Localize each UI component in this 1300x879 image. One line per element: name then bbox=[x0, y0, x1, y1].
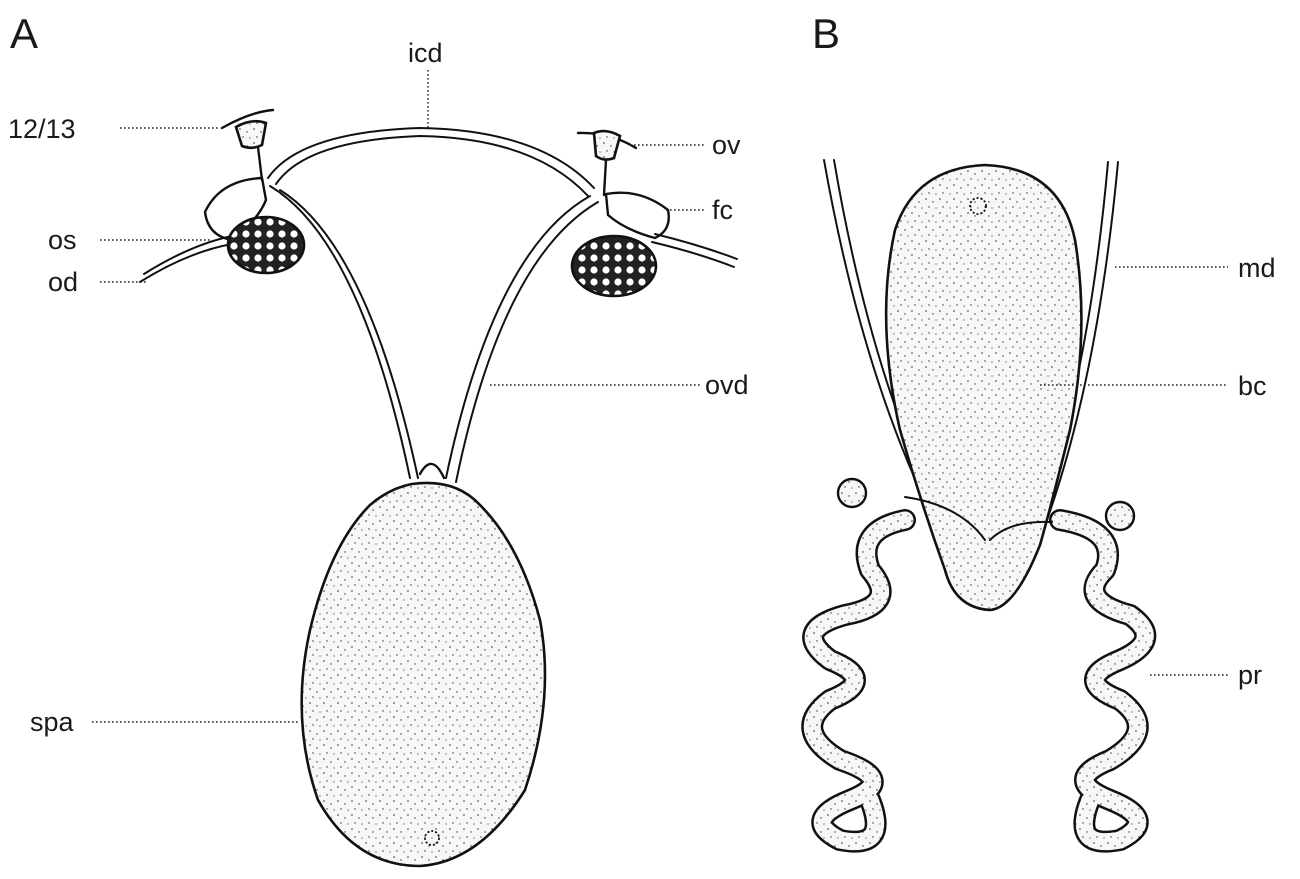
ovisac-duct-right bbox=[446, 196, 590, 478]
label-os: os bbox=[48, 225, 77, 255]
label-pr: pr bbox=[1238, 660, 1262, 690]
label-fc: fc bbox=[712, 195, 733, 225]
panel-b-drawing bbox=[812, 160, 1145, 842]
label-spa: spa bbox=[30, 707, 75, 737]
label-septum: 12/13 bbox=[8, 114, 76, 144]
panel-a-drawing bbox=[140, 110, 737, 866]
panel-label-a: A bbox=[10, 10, 38, 57]
female-funnel-right bbox=[606, 193, 669, 238]
egg-sac-right bbox=[572, 236, 656, 296]
panel-label-b: B bbox=[812, 10, 840, 57]
label-icd: icd bbox=[408, 38, 443, 68]
bursa-copulatrix bbox=[886, 165, 1081, 610]
label-od: od bbox=[48, 267, 78, 297]
label-md: md bbox=[1238, 253, 1276, 283]
ovary-left bbox=[236, 121, 266, 148]
spermatheca bbox=[302, 483, 545, 866]
label-bc: bc bbox=[1238, 371, 1267, 401]
oviduct-left bbox=[144, 236, 232, 274]
ovary-right bbox=[594, 131, 620, 160]
label-ovd: ovd bbox=[705, 370, 749, 400]
label-ov: ov bbox=[712, 130, 741, 160]
egg-sac-left bbox=[228, 217, 304, 273]
